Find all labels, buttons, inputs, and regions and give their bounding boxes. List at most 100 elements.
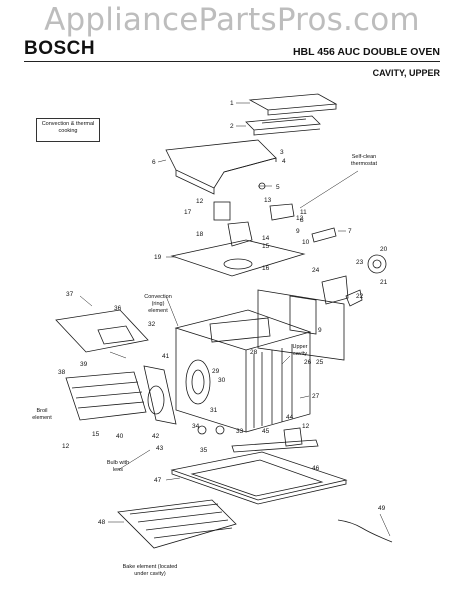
brand-logo-text: BOSCH (24, 38, 96, 59)
header-divider (24, 61, 440, 62)
part-number: 46 (312, 465, 320, 472)
part-number: 2 (230, 123, 234, 130)
callout-line: under cavity) (134, 571, 166, 577)
part-22-blade (345, 289, 363, 307)
part-19-plate (170, 239, 306, 277)
part-number: 44 (286, 414, 294, 421)
part-number: 47 (154, 477, 162, 484)
callout-line: thermostat (351, 161, 377, 167)
part-number: 15 (262, 243, 270, 250)
part-number: 21 (380, 279, 388, 286)
part-24-side-panel (257, 289, 345, 361)
callout-line: cavity (293, 351, 307, 357)
plate-hole (223, 258, 253, 270)
part-number: 37 (66, 291, 74, 298)
part-number: 12 (196, 198, 204, 205)
callout-line: Bake element (located (123, 564, 178, 570)
legend-text: Convection & thermal cooking (41, 121, 95, 134)
callout-bake: Bake element (located under cavity) (123, 564, 178, 577)
part-38-broil-rack (65, 371, 147, 421)
callout-line: element (148, 308, 168, 314)
part-number: 32 (148, 321, 156, 328)
part-number-labels: 1 2 3 4 5 6 7 8 9 9 10 11 12 12 12 12 13… (58, 100, 388, 526)
part-number: 22 (356, 293, 364, 300)
callout-line: lens (113, 467, 123, 473)
section-title: CAVITY, UPPER (372, 68, 440, 78)
part-29-ring-element (185, 359, 211, 405)
part-number: 12 (62, 443, 70, 450)
part-11-thermostat (269, 203, 295, 221)
part-number: 5 (276, 184, 280, 191)
part-48-bake-element (117, 499, 237, 549)
part-2-vent-bar (245, 115, 321, 136)
legend-box: Convection & thermal cooking (36, 118, 100, 142)
part-number: 40 (116, 433, 124, 440)
callout-line: Bulb with (107, 460, 129, 466)
part-number: 7 (348, 228, 352, 235)
part-number: 45 (262, 428, 270, 435)
part-number: 49 (378, 505, 386, 512)
part-number: 11 (300, 209, 307, 216)
part-33-lens (215, 425, 225, 435)
part-number: 33 (236, 428, 244, 435)
part-34-bulb (197, 425, 207, 435)
part-number: 41 (162, 353, 170, 360)
callout-line: Upper (293, 344, 308, 350)
part-14-motor (227, 221, 253, 247)
part-number: 17 (184, 209, 192, 216)
part-36-top-panel (55, 309, 149, 353)
part-number: 34 (192, 423, 200, 430)
part-number: 14 (262, 235, 270, 242)
part-number: 12 (302, 423, 310, 430)
part-number: 4 (282, 158, 286, 165)
callout-line: Broil (36, 408, 47, 414)
part-number: 27 (312, 393, 320, 400)
part-number: 8 (300, 217, 304, 224)
part-number: 9 (318, 327, 322, 334)
part-number: 48 (98, 519, 106, 526)
model-title: HBL 456 AUC DOUBLE OVEN (292, 46, 440, 58)
callout-upper-cavity: Upper cavity (293, 344, 308, 357)
part-7-lamp (311, 227, 337, 243)
part-number: 29 (212, 368, 220, 375)
part-number: 24 (312, 267, 320, 274)
callout-broil: Broil element (32, 408, 52, 421)
callout-line: Self-clean (352, 154, 376, 160)
part-number: 13 (264, 197, 272, 204)
part-number: 12 (296, 215, 304, 222)
part-49-cord (337, 519, 393, 543)
part-number: 30 (218, 377, 226, 384)
callout-bulb: Bulb with lens (107, 460, 129, 473)
part-17-bracket (213, 201, 231, 221)
part-number: 20 (380, 246, 388, 253)
part-number: 1 (230, 100, 234, 107)
callout-line: (ring) (152, 301, 165, 307)
part-20-fan (367, 254, 387, 274)
callout-line: Convection (144, 294, 172, 300)
part-number: 26 (304, 359, 312, 366)
part-number: 39 (80, 361, 88, 368)
part-number: 6 (152, 159, 156, 166)
part-number: 16 (262, 265, 270, 272)
part-23-bracket (321, 275, 349, 305)
callout-line: element (32, 415, 52, 421)
part-45-rail (231, 439, 319, 453)
part-number: 31 (210, 407, 218, 414)
part-number: 9 (296, 228, 300, 235)
part-number: 23 (356, 259, 364, 266)
part-41-bracket (143, 365, 177, 425)
part-number: 15 (92, 431, 100, 438)
part-number: 25 (316, 359, 324, 366)
part-number: 19 (154, 254, 162, 261)
part-number: 42 (152, 433, 160, 440)
part-number: 43 (156, 445, 164, 452)
part-44-clip (283, 427, 303, 447)
part-number: 36 (114, 305, 122, 312)
part-number: 35 (200, 447, 208, 454)
part-1-top-strip (248, 93, 338, 116)
callout-self-clean: Self-clean thermostat (351, 154, 377, 167)
part-number: 18 (196, 231, 204, 238)
part-number: 10 (302, 239, 310, 246)
